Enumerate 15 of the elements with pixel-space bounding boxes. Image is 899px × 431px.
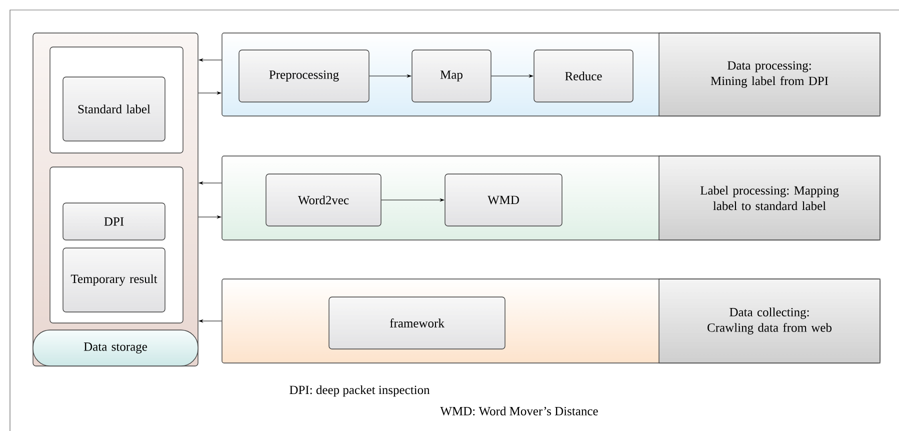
process-box: Preprocessing xyxy=(238,50,370,102)
stage-description-box: Data processing: Mining label from DPI xyxy=(658,32,880,116)
process-box: DPI xyxy=(62,202,166,240)
abbreviation-note: WMD: Word Mover’s Distance xyxy=(440,406,598,416)
process-box: Temporary result xyxy=(62,248,166,312)
process-box: Word2vec xyxy=(266,174,382,226)
process-box: WMD xyxy=(444,174,562,226)
process-box: Map xyxy=(412,50,492,102)
process-box: Standard label xyxy=(62,76,166,142)
process-box: Reduce xyxy=(534,50,634,102)
storage-pill: Data storage xyxy=(32,330,198,366)
stage-description-box: Label processing: Mapping label to standard label xyxy=(658,156,880,240)
stage-description-box: Data collecting: Crawling data from web xyxy=(658,278,880,364)
process-box: framework xyxy=(328,296,506,350)
abbreviation-note: DPI: deep packet inspection xyxy=(290,385,430,397)
